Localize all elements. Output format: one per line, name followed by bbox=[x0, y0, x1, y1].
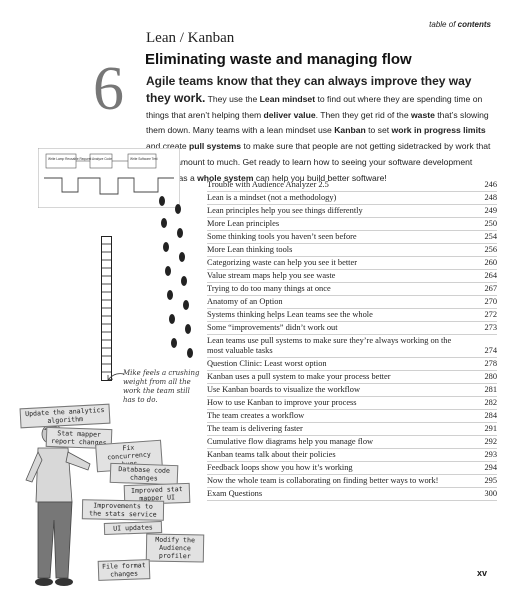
toc-entry[interactable]: Question Clinic: Least worst option 278 bbox=[207, 358, 497, 371]
toc-entry-title: Lean principles help you see things diff… bbox=[207, 206, 363, 215]
toc-entry-page: 254 bbox=[484, 232, 497, 241]
toc-entry[interactable]: How to use Kanban to improve your proces… bbox=[207, 397, 497, 410]
toc-entry[interactable]: Now the whole team is collaborating on f… bbox=[207, 475, 497, 488]
toc-entry-page: 250 bbox=[484, 219, 497, 228]
toc-entry-title: Kanban uses a pull system to make your p… bbox=[207, 372, 391, 381]
toc-entry[interactable]: Lean is a mindset (not a methodology) 248 bbox=[207, 192, 497, 205]
toc-entry-title: Trying to do too many things at once bbox=[207, 284, 331, 293]
toc-entry[interactable]: Lean principles help you see things diff… bbox=[207, 205, 497, 218]
toc-entry-page: 281 bbox=[484, 385, 497, 394]
toc-entry-title: Systems thinking helps Lean teams see th… bbox=[207, 310, 373, 319]
sticky-note: File format changes bbox=[97, 559, 151, 581]
toc-entry[interactable]: Trouble with Audience Analyzer 2.5 246 bbox=[207, 179, 497, 192]
value-stream-map-thumbnail: Write Lamp Reusable Request Analyze Code… bbox=[38, 148, 180, 208]
toc-entry[interactable]: More Lean principles 250 bbox=[207, 218, 497, 231]
toc-entry[interactable]: Categorizing waste can help you see it b… bbox=[207, 257, 497, 270]
toc-entry-page: 260 bbox=[484, 258, 497, 267]
toc-entry-page: 272 bbox=[484, 310, 497, 319]
toc-entry-title: Cumulative flow diagrams help you manage… bbox=[207, 437, 374, 446]
toc-entry-title: Anatomy of an Option bbox=[207, 297, 283, 306]
toc-entry[interactable]: Value stream maps help you see waste 264 bbox=[207, 270, 497, 283]
toc-entry-title: Trouble with Audience Analyzer 2.5 bbox=[207, 180, 329, 189]
chapter-title: Eliminating waste and managing flow bbox=[145, 51, 412, 68]
toc-entry-page: 249 bbox=[484, 206, 497, 215]
ruler-illustration bbox=[101, 236, 112, 381]
vsm-label-2: Analyze Code bbox=[92, 157, 112, 161]
toc-entry-title: Value stream maps help you see waste bbox=[207, 271, 336, 280]
sticky-note: Update the analytics algorithm bbox=[19, 403, 111, 429]
toc-entry-title: The team creates a workflow bbox=[207, 411, 305, 420]
toc-entry-page: 282 bbox=[484, 398, 497, 407]
toc-entry[interactable]: Trying to do too many things at once 267 bbox=[207, 283, 497, 296]
toc-entry[interactable]: Some “improvements” didn’t work out 273 bbox=[207, 322, 497, 335]
toc-entry-page: 264 bbox=[484, 271, 497, 280]
toc-entry[interactable]: Kanban teams talk about their policies 29… bbox=[207, 449, 497, 462]
toc-entry[interactable]: Exam Questions 300 bbox=[207, 488, 497, 501]
arrow-icon bbox=[107, 373, 125, 381]
vsm-label-1: Write Lamp Reusable Request bbox=[48, 157, 91, 161]
toc-entry-page: 273 bbox=[484, 323, 497, 332]
toc-entry-title: Exam Questions bbox=[207, 489, 263, 498]
toc-entry[interactable]: Use Kanban boards to visualize the workf… bbox=[207, 384, 497, 397]
toc-entry-title: Lean is a mindset (not a methodology) bbox=[207, 193, 337, 202]
toc-entry[interactable]: Cumulative flow diagrams help you manage… bbox=[207, 436, 497, 449]
person-illustration bbox=[25, 423, 91, 586]
toc-entry[interactable]: Feedback loops show you how it’s working… bbox=[207, 462, 497, 475]
toc-entry-title: Feedback loops show you how it’s working bbox=[207, 463, 353, 472]
toc-entry-page: 248 bbox=[484, 193, 497, 202]
toc-entry-title: Lean teams use pull systems to make sure… bbox=[207, 336, 452, 355]
toc-entry[interactable]: Some thinking tools you haven’t seen bef… bbox=[207, 231, 497, 244]
toc-entry-page: 270 bbox=[484, 297, 497, 306]
toc-entry-title: The team is delivering faster bbox=[207, 424, 303, 433]
toc-entry-page: 284 bbox=[484, 411, 497, 420]
page-number: xv bbox=[476, 568, 487, 578]
toc-entry-page: 246 bbox=[484, 180, 497, 189]
table-of-contents-label: table of contents bbox=[429, 20, 491, 29]
sticky-note: Database code changes bbox=[109, 462, 179, 486]
toc-entry-title: Categorizing waste can help you see it b… bbox=[207, 258, 357, 267]
sticky-note: Improvements to the stats service bbox=[81, 499, 165, 521]
toc-entry[interactable]: More Lean thinking tools 256 bbox=[207, 244, 497, 257]
toc-entry[interactable]: Kanban uses a pull system to make your p… bbox=[207, 371, 497, 384]
toc-entry-page: 280 bbox=[484, 372, 497, 381]
toc-entry-page: 300 bbox=[484, 489, 497, 498]
toc-entry[interactable]: The team creates a workflow 284 bbox=[207, 410, 497, 423]
toc-entry-title: More Lean thinking tools bbox=[207, 245, 293, 254]
toc-entry-page: 294 bbox=[484, 463, 497, 472]
handwritten-note: Mike feels a crushing weight from all th… bbox=[123, 369, 200, 404]
toc-entry-title: Some “improvements” didn’t work out bbox=[207, 323, 338, 332]
toc-entry-page: 256 bbox=[484, 245, 497, 254]
toc-entry-page: 267 bbox=[484, 284, 497, 293]
toc-entry-page: 295 bbox=[484, 476, 497, 485]
toc-entry-title: How to use Kanban to improve your proces… bbox=[207, 398, 357, 407]
toc-entry[interactable]: Systems thinking helps Lean teams see th… bbox=[207, 309, 497, 322]
footprints-illustration bbox=[159, 196, 193, 358]
toc-entry-page: 293 bbox=[484, 450, 497, 459]
toc-entry-page: 278 bbox=[484, 359, 497, 368]
sticky-note: Modify the Audience profiler bbox=[145, 533, 205, 563]
toc-entry-page: 292 bbox=[484, 437, 497, 446]
toc-entry[interactable]: The team is delivering faster 291 bbox=[207, 423, 497, 436]
vsm-label-3: Write Software Test bbox=[130, 157, 158, 161]
toc-entry-title: More Lean principles bbox=[207, 219, 280, 228]
chapter-kicker: Lean / Kanban bbox=[146, 30, 235, 46]
toc-entry-page: 274 bbox=[484, 346, 497, 355]
toc-entry-title: Use Kanban boards to visualize the workf… bbox=[207, 385, 361, 394]
toc-entry-title: Now the whole team is collaborating on f… bbox=[207, 476, 439, 485]
toc-entry-title: Some thinking tools you haven’t seen bef… bbox=[207, 232, 357, 241]
toc-entry-title: Question Clinic: Least worst option bbox=[207, 359, 327, 368]
chapter-intro: Agile teams know that they can always im… bbox=[146, 74, 491, 183]
chapter-number: 6 bbox=[93, 55, 124, 123]
toc-entry-page: 291 bbox=[484, 424, 497, 433]
toc-entry[interactable]: Lean teams use pull systems to make sure… bbox=[207, 335, 497, 358]
toc-entry[interactable]: Anatomy of an Option 270 bbox=[207, 296, 497, 309]
toc-entry-title: Kanban teams talk about their policies bbox=[207, 450, 336, 459]
